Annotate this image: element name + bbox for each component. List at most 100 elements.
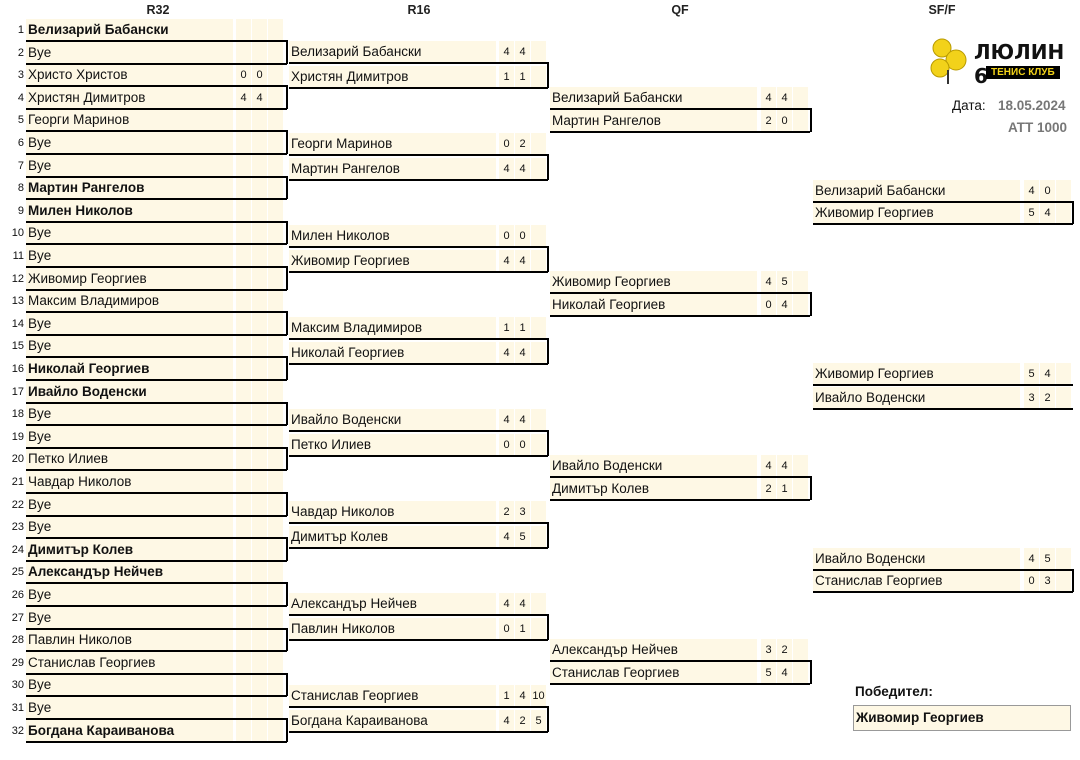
final-player-name: Ивайло Воденски <box>813 387 1020 409</box>
r32-score-set3 <box>268 312 283 335</box>
bracket-line <box>813 201 1073 203</box>
qf-score-set3 <box>793 271 808 293</box>
r32-player-name: Петко Илиев <box>26 448 233 471</box>
date-value: 18.05.2024 <box>998 98 1066 113</box>
bracket-line <box>810 108 812 132</box>
qf-score-set2: 4 <box>777 294 792 316</box>
bracket-line <box>550 292 810 294</box>
r16-score-set2: 2 <box>515 710 530 732</box>
r32-player-name: Bye <box>26 584 233 606</box>
r32-score-set1 <box>236 245 251 267</box>
bracket-line <box>26 718 287 720</box>
draw-position-number: 32 <box>11 724 24 737</box>
r32-score-set3 <box>268 41 283 64</box>
r32-score-set3 <box>268 629 283 652</box>
r16-score-set2: 4 <box>515 685 530 707</box>
r16-score-set1: 4 <box>499 409 514 431</box>
bracket-line <box>547 338 549 364</box>
r32-player-name: Bye <box>26 222 233 245</box>
r16-player-name: Станислав Георгиев <box>289 685 496 707</box>
r32-player-name: Живомир Георгиев <box>26 267 233 290</box>
r16-player-name: Петко Илиев <box>289 434 496 456</box>
r32-score-set2 <box>252 561 267 584</box>
bracket-line <box>289 62 548 64</box>
bracket-line <box>26 334 287 336</box>
draw-position-number: 5 <box>17 114 24 127</box>
final-player-name: Живомир Георгиев <box>813 363 1020 385</box>
r16-score-set1: 0 <box>499 225 514 247</box>
qf-score-set2: 5 <box>777 271 792 293</box>
r32-score-set1 <box>236 177 251 200</box>
r16-score-set2: 4 <box>515 41 530 63</box>
bracket-line <box>26 85 287 87</box>
draw-position-number: 25 <box>11 566 24 579</box>
r32-player-name: Александър Нейчев <box>26 561 233 584</box>
r32-score-set1: 0 <box>236 64 251 87</box>
r32-score-set2 <box>252 380 267 403</box>
club-name: ЛЮЛИН 6 <box>974 40 1065 88</box>
bracket-line <box>289 246 548 248</box>
r16-player-name: Ивайло Воденски <box>289 409 496 431</box>
r16-score-set2: 0 <box>515 225 530 247</box>
r16-player-name: Чавдар Николов <box>289 501 496 523</box>
draw-position-number: 14 <box>11 317 24 330</box>
r16-score-set3 <box>531 593 546 615</box>
qf-score-set3 <box>793 478 808 500</box>
r16-score-set3: 5 <box>531 710 546 732</box>
r32-score-set1 <box>236 516 251 539</box>
r16-score-set1: 0 <box>499 434 514 456</box>
r32-score-set2 <box>252 697 267 719</box>
bracket-line <box>289 455 548 457</box>
bracket-line <box>813 223 1073 225</box>
r16-score-set3 <box>531 342 546 364</box>
r32-score-set1 <box>236 651 251 674</box>
bracket-line <box>26 447 287 449</box>
bracket-line <box>286 311 288 335</box>
r32-player-name: Велизарий Бабански <box>26 19 233 41</box>
r16-score-set1: 1 <box>499 685 514 707</box>
qf-player-name: Александър Нейчев <box>550 639 757 661</box>
r32-score-set3 <box>268 471 283 493</box>
r32-score-set3 <box>268 674 283 697</box>
bracket-line <box>26 153 287 155</box>
bracket-line <box>26 221 287 223</box>
qf-player-name: Ивайло Воденски <box>550 455 757 477</box>
bracket-line <box>550 499 810 501</box>
r32-player-name: Bye <box>26 606 233 629</box>
bracket-line <box>286 492 288 516</box>
r32-score-set2: 4 <box>252 86 267 109</box>
r32-score-set2 <box>252 651 267 674</box>
sf-player-name: Велизарий Бабански <box>813 180 1020 202</box>
draw-position-number: 16 <box>11 363 24 375</box>
sf-player-name: Ивайло Воденски <box>813 548 1020 570</box>
sf-score-set3 <box>1056 180 1071 202</box>
bracket-line <box>26 605 287 607</box>
r32-score-set3 <box>268 267 283 290</box>
r32-player-name: Павлин Николов <box>26 629 233 652</box>
r32-score-set2 <box>252 41 267 64</box>
draw-position-number: 15 <box>11 340 24 353</box>
r32-score-set2 <box>252 606 267 629</box>
r32-score-set1 <box>236 335 251 358</box>
r16-score-set2: 4 <box>515 593 530 615</box>
r32-player-name: Богдана Караиванова <box>26 719 233 742</box>
r32-score-set1 <box>236 154 251 177</box>
draw-position-number: 27 <box>11 611 24 624</box>
r32-score-set1 <box>236 290 251 313</box>
round-header-r16: R16 <box>407 3 431 17</box>
tournament-label: ATT 1000 <box>1008 120 1068 135</box>
r32-score-set3 <box>268 222 283 245</box>
sf-score-set2: 5 <box>1040 548 1055 570</box>
r16-score-set3 <box>531 225 546 247</box>
r16-player-name: Георги Маринов <box>289 133 496 155</box>
r32-score-set3 <box>268 335 283 358</box>
r32-score-set3 <box>268 516 283 539</box>
r16-score-set3 <box>531 250 546 272</box>
r16-player-name: Мартин Рангелов <box>289 158 496 180</box>
bracket-line <box>286 176 288 199</box>
sf-score-set1: 4 <box>1024 180 1039 202</box>
r32-score-set1 <box>236 403 251 426</box>
r16-score-set1: 4 <box>499 250 514 272</box>
r16-score-set2: 5 <box>515 526 530 548</box>
r32-score-set1 <box>236 561 251 584</box>
